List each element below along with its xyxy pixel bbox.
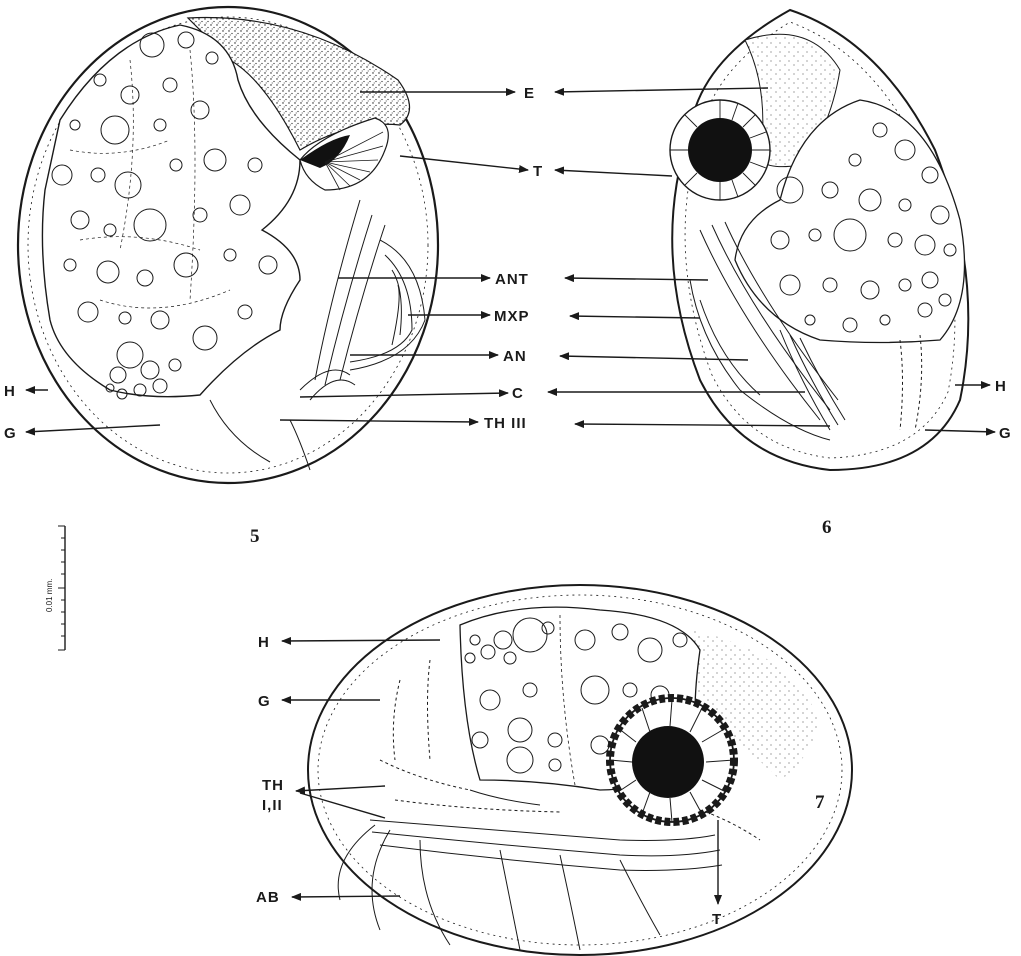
arrow-ant-right [565, 278, 708, 280]
label-an: AN [503, 348, 527, 365]
label-mxp: MXP [494, 308, 530, 325]
label-th-iii: TH III [484, 415, 527, 432]
arrow-c-left [300, 393, 508, 397]
label-h-fig7: H [258, 634, 270, 651]
label-g-fig7: G [258, 693, 271, 710]
arrow-g-fig6 [925, 430, 995, 432]
scale-bar-ticks [58, 526, 65, 650]
label-e: E [524, 85, 535, 102]
scale-bar: 0.01 mm. [45, 526, 65, 650]
label-ant: ANT [495, 271, 529, 288]
label-th-fig7: TH [262, 777, 284, 794]
eye-pigment [688, 118, 752, 182]
label-g-fig6: G [999, 425, 1012, 442]
figure-number-5: 5 [250, 526, 260, 547]
eye-pigment [632, 726, 704, 798]
label-c: C [512, 385, 524, 402]
label-g-fig5: G [4, 425, 17, 442]
figure-number-7: 7 [815, 792, 825, 813]
label-h-fig5: H [4, 383, 16, 400]
label-ab-fig7: AB [256, 889, 280, 906]
arrow-h-fig7 [282, 640, 440, 641]
figure-5-embryo [18, 7, 438, 483]
arrow-e-right [555, 88, 768, 92]
label-h-fig6: H [995, 378, 1007, 395]
figure-number-6: 6 [822, 517, 832, 538]
scale-bar-label: 0.01 mm. [45, 579, 54, 612]
arrow-t-left [400, 156, 528, 170]
arrow-ab-fig7 [292, 896, 400, 897]
label-t: T [533, 163, 543, 180]
label-th-i-ii-fig7: I,II [262, 797, 283, 814]
arrow-t-right [555, 170, 672, 176]
arrow-an-right [560, 356, 748, 360]
arrow-th3-left [280, 420, 478, 422]
label-t-fig7: T [712, 911, 722, 928]
figure-6-embryo [670, 10, 968, 470]
